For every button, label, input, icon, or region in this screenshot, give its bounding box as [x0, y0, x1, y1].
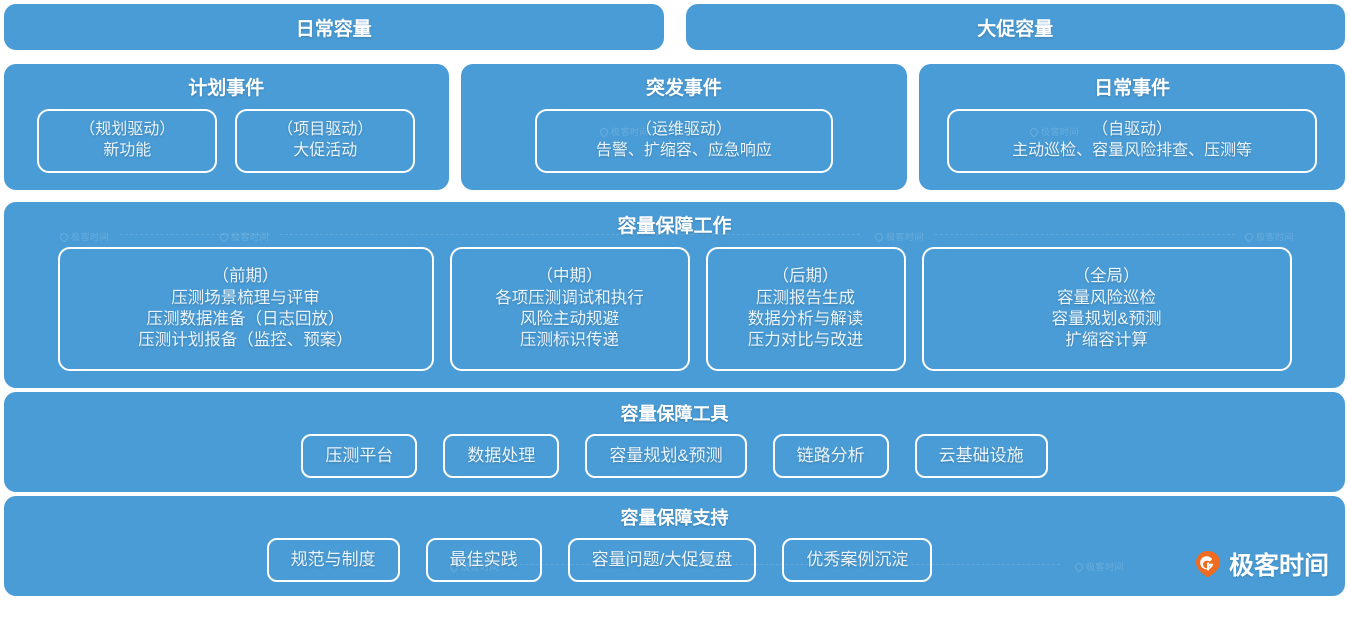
assurance-work-pills: （前期） 压测场景梳理与评审 压测数据准备（日志回放） 压测计划报备（监控、预案…	[20, 247, 1329, 371]
card-incident-events-pills: （运维驱动） 告警、扩缩容、应急响应	[461, 109, 908, 173]
card-planned-events-title: 计划事件	[188, 78, 265, 99]
pill-project-driven[interactable]: （项目驱动） 大促活动	[235, 109, 416, 173]
assurance-support-row: 容量保障支持 规范与制度 最佳实践 容量问题/大促复盘 优秀案例沉淀 极客时间	[0, 484, 1349, 596]
pill-support-best-practice[interactable]: 最佳实践	[425, 538, 542, 582]
pill-tool-cloud-infra[interactable]: 云基础设施	[914, 434, 1048, 478]
brand-logo: 极客时间	[1193, 546, 1329, 582]
band-assurance-work-title: 容量保障工作	[617, 216, 732, 237]
band-assurance-tools-title: 容量保障工具	[620, 404, 729, 424]
events-row: 计划事件 （规划驱动） 新功能 （项目驱动） 大促活动 突发事件 （运维驱动） …	[0, 50, 1349, 190]
pill-support-case-library[interactable]: 优秀案例沉淀	[782, 538, 933, 582]
assurance-support-pills: 规范与制度 最佳实践 容量问题/大促复盘 优秀案例沉淀	[4, 538, 1345, 582]
card-incident-events-title: 突发事件	[645, 78, 722, 99]
card-incident-events[interactable]: 突发事件 （运维驱动） 告警、扩缩容、应急响应	[460, 64, 908, 190]
pill-ops-driven[interactable]: （运维驱动） 告警、扩缩容、应急响应	[534, 109, 833, 173]
card-daily-events[interactable]: 日常事件 （自驱动） 主动巡检、容量风险排查、压测等	[919, 64, 1345, 190]
band-daily-capacity-title: 日常容量	[295, 18, 372, 40]
geektime-mark-icon	[1193, 549, 1223, 579]
band-assurance-support-title: 容量保障支持	[620, 508, 729, 528]
pill-phase-middle[interactable]: （中期） 各项压测调试和执行 风险主动规避 压测标识传递	[449, 247, 690, 371]
pill-tool-data-processing[interactable]: 数据处理	[443, 434, 560, 478]
band-promo-capacity[interactable]: 大促容量	[685, 4, 1345, 50]
assurance-work-row: 容量保障工作 （前期） 压测场景梳理与评审 压测数据准备（日志回放） 压测计划报…	[0, 190, 1349, 388]
pill-planning-driven[interactable]: （规划驱动） 新功能	[37, 109, 218, 173]
pill-phase-late[interactable]: （后期） 压测报告生成 数据分析与解读 压力对比与改进	[705, 247, 906, 371]
pill-support-standards[interactable]: 规范与制度	[266, 538, 400, 582]
assurance-tools-row: 容量保障工具 压测平台 数据处理 容量规划&预测 链路分析 云基础设施	[0, 380, 1349, 492]
pill-phase-global[interactable]: （全局） 容量风险巡检 容量规划&预测 扩缩容计算	[921, 247, 1292, 371]
pill-phase-early[interactable]: （前期） 压测场景梳理与评审 压测数据准备（日志回放） 压测计划报备（监控、预案…	[57, 247, 434, 371]
band-daily-capacity[interactable]: 日常容量	[4, 4, 664, 50]
assurance-tools-pills: 压测平台 数据处理 容量规划&预测 链路分析 云基础设施	[4, 434, 1345, 478]
pill-tool-stress-platform[interactable]: 压测平台	[301, 434, 418, 478]
pill-support-review[interactable]: 容量问题/大促复盘	[567, 538, 757, 582]
card-planned-events-pills: （规划驱动） 新功能 （项目驱动） 大促活动	[4, 109, 449, 173]
pill-self-driven[interactable]: （自驱动） 主动巡检、容量风险排查、压测等	[947, 109, 1318, 173]
pill-tool-trace-analysis[interactable]: 链路分析	[772, 434, 889, 478]
card-planned-events[interactable]: 计划事件 （规划驱动） 新功能 （项目驱动） 大促活动	[4, 64, 449, 190]
capacity-scope-row: 日常容量 大促容量	[0, 4, 1349, 50]
pill-tool-capacity-planning[interactable]: 容量规划&预测	[585, 434, 747, 478]
card-daily-events-title: 日常事件	[1094, 78, 1171, 99]
band-assurance-work[interactable]: 容量保障工作 （前期） 压测场景梳理与评审 压测数据准备（日志回放） 压测计划报…	[4, 202, 1345, 388]
band-assurance-tools[interactable]: 容量保障工具 压测平台 数据处理 容量规划&预测 链路分析 云基础设施	[4, 392, 1345, 492]
card-daily-events-pills: （自驱动） 主动巡检、容量风险排查、压测等	[919, 109, 1345, 173]
band-promo-capacity-title: 大促容量	[977, 18, 1054, 40]
brand-name: 极客时间	[1228, 552, 1329, 580]
band-assurance-support[interactable]: 容量保障支持 规范与制度 最佳实践 容量问题/大促复盘 优秀案例沉淀 极客时间	[4, 496, 1345, 596]
